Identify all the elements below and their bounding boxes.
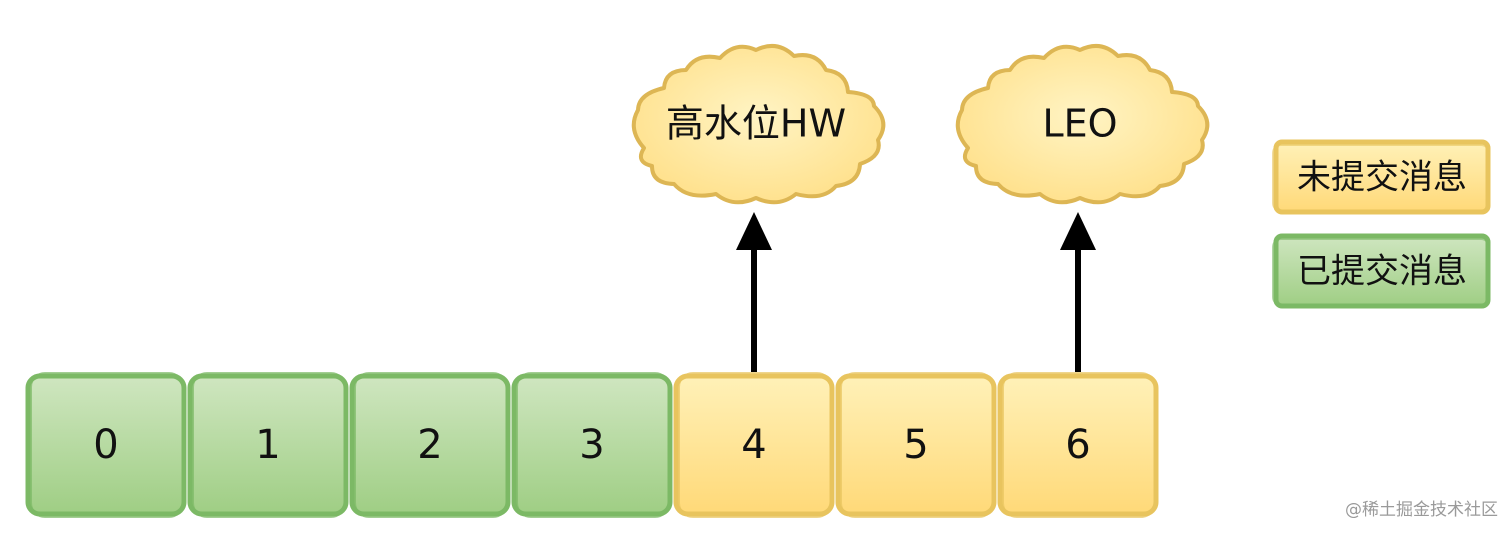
- log-cell-label: 3: [579, 422, 604, 468]
- log-cell-label: 1: [255, 422, 280, 468]
- marker-arrow: [1060, 212, 1096, 372]
- log-cell-5: 5: [835, 372, 997, 518]
- log-cell-outline: [516, 372, 670, 518]
- log-cell-outline: [30, 372, 184, 518]
- marker-label: 高水位HW: [666, 102, 846, 146]
- marker-clouds: 高水位HW LEO: [631, 43, 1210, 205]
- log-cell-label: 6: [1065, 422, 1090, 468]
- log-cell-label: 4: [741, 422, 766, 468]
- marker-arrows: [736, 212, 1096, 372]
- log-cell-0: 0: [25, 372, 187, 518]
- log-cell-4: 4: [673, 372, 835, 518]
- legend-swatch-outline: [1272, 238, 1490, 306]
- log-cell-label: 0: [93, 422, 118, 468]
- legend-swatch-outline: [1272, 144, 1490, 212]
- legend-label: 已提交消息: [1297, 252, 1467, 292]
- marker-cloud: 高水位HW: [631, 43, 886, 205]
- cloud-shape: [955, 43, 1210, 205]
- legend-item-committed: 已提交消息: [1272, 233, 1491, 309]
- arrow-head: [1060, 212, 1096, 250]
- cloud-shape: [631, 43, 886, 205]
- log-cell-outline: [678, 372, 832, 518]
- log-cell-label: 2: [417, 422, 442, 468]
- log-cell-label: 5: [903, 422, 928, 468]
- legend-label: 未提交消息: [1297, 158, 1467, 198]
- message-log: 0 1 2 3 4 5 6: [25, 372, 1159, 518]
- log-cell-outline: [192, 372, 346, 518]
- marker-arrow: [736, 212, 772, 372]
- legend-item-uncommitted: 未提交消息: [1272, 139, 1491, 215]
- arrow-head: [736, 212, 772, 250]
- log-cell-outline: [840, 372, 994, 518]
- log-cell-6: 6: [997, 372, 1159, 518]
- marker-label: LEO: [1042, 102, 1117, 146]
- log-cell-1: 1: [187, 372, 349, 518]
- watermark: @稀土掘金技术社区: [1345, 500, 1498, 520]
- log-cell-outline: [354, 372, 508, 518]
- log-cell-3: 3: [511, 372, 673, 518]
- marker-cloud: LEO: [955, 43, 1210, 205]
- log-cell-2: 2: [349, 372, 511, 518]
- log-cell-outline: [1002, 372, 1156, 518]
